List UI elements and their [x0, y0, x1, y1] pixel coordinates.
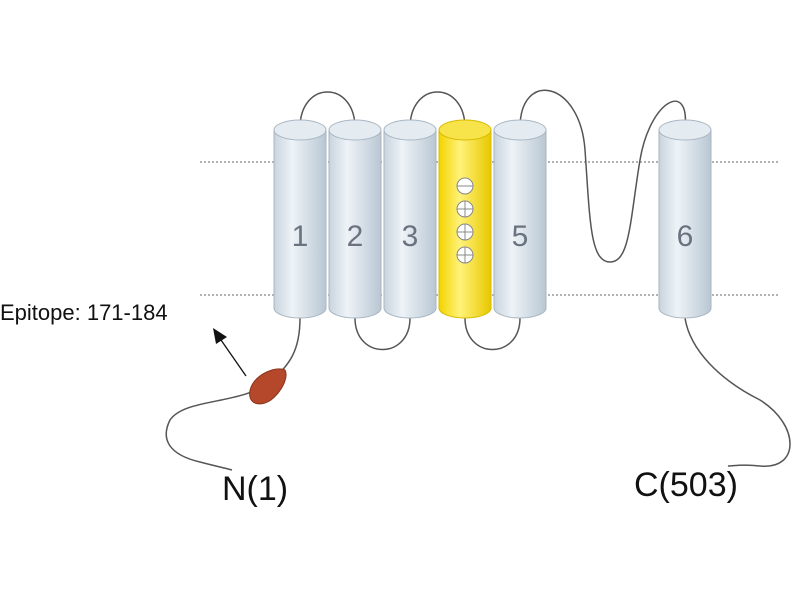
c-terminus-label: C(503)	[634, 466, 738, 504]
helix-label-5: 5	[512, 220, 529, 253]
helix-2: 2	[328, 119, 382, 319]
epitope-marker	[249, 368, 287, 405]
loop-3-4	[409, 91, 466, 129]
helix-label-6: 6	[677, 220, 694, 253]
n-terminus-label: N(1)	[222, 470, 288, 508]
helix-label-2: 2	[347, 220, 364, 253]
c-terminal-tail	[684, 317, 791, 467]
helix-1: 1	[273, 119, 327, 319]
helix-4-highlighted	[438, 119, 492, 319]
helix-3: 3	[383, 119, 437, 319]
loop-5-6	[519, 89, 687, 263]
helix-6: 6	[658, 119, 712, 319]
helix-label-1: 1	[292, 220, 309, 253]
epitope-label: Epitope: 171-184	[0, 300, 168, 325]
loop-4-5	[464, 317, 521, 351]
loop-1-2	[299, 91, 356, 129]
charged-residue-icons	[456, 177, 474, 264]
helix-5: 5	[493, 119, 547, 319]
epitope-arrow	[213, 328, 247, 377]
n-terminal-tail	[165, 317, 301, 471]
helix-label-3: 3	[402, 220, 419, 253]
loop-2-3	[354, 317, 411, 351]
